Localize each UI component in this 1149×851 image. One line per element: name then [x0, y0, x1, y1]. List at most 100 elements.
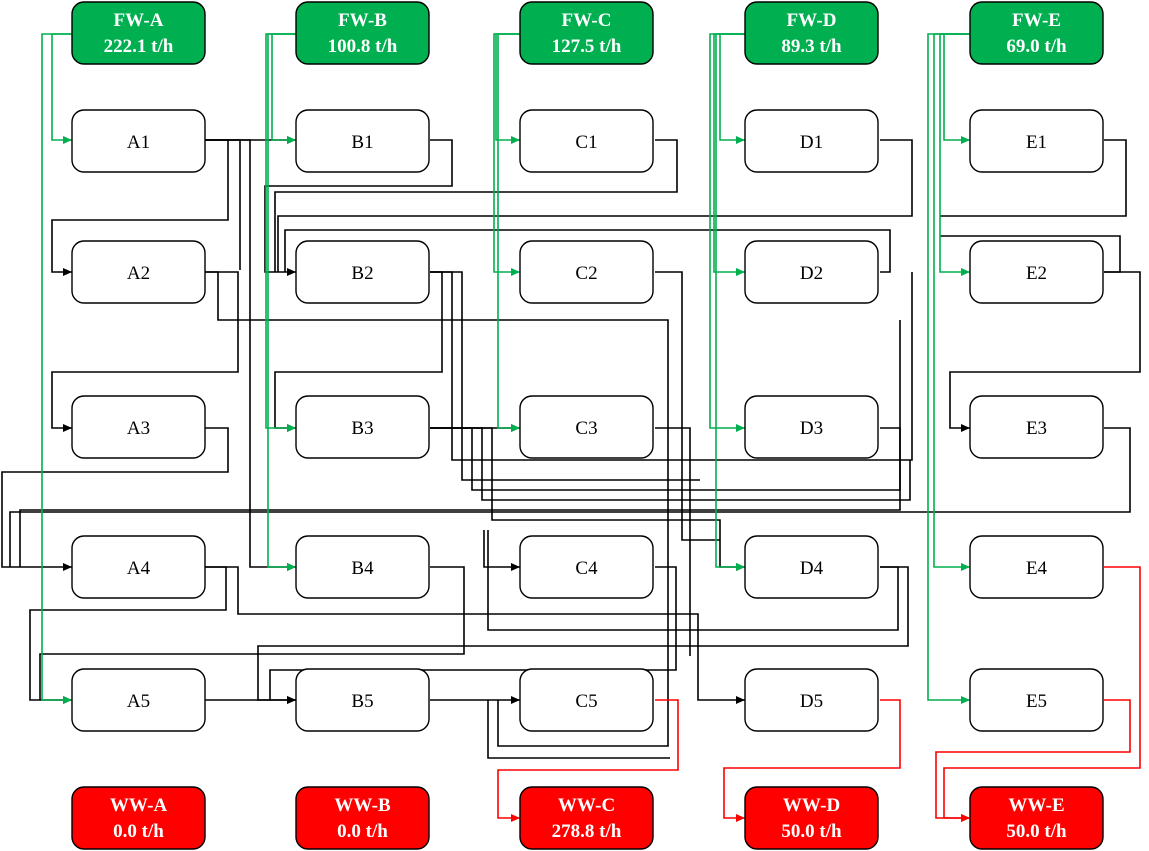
- unit-label: E5: [1026, 691, 1047, 712]
- unit-a5: A5: [71, 668, 206, 732]
- link-e2-out: [940, 235, 1121, 273]
- fresh-b-b3: [265, 33, 296, 432]
- waste-sink-ww-c: WW-C 278.8 t/h: [519, 786, 654, 850]
- unit-box: [519, 668, 654, 732]
- link-c5-loop2: [487, 700, 670, 759]
- unit-box: [71, 109, 206, 173]
- fresh-d-d4: [715, 33, 745, 571]
- fresh-c-c1: [495, 33, 520, 144]
- fresh-water-connections: [41, 33, 970, 704]
- waste-sink-label: WW-A: [110, 795, 168, 816]
- unit-box: [744, 535, 879, 599]
- unit-label: A5: [127, 691, 150, 712]
- unit-box: [295, 668, 430, 732]
- unit-d5: D5: [744, 668, 879, 732]
- unit-box: [519, 240, 654, 304]
- waste-sink-flow: 278.8 t/h: [552, 821, 622, 842]
- link-a2-a3: [51, 271, 239, 432]
- waste-sink-flow: 50.0 t/h: [781, 821, 842, 842]
- link-a3-a4: [1, 427, 229, 571]
- waste-sink-ww-d: WW-D 50.0 t/h: [744, 786, 879, 850]
- unit-label: D3: [800, 418, 823, 439]
- unit-c3: C3: [519, 395, 654, 459]
- unit-b1: B1: [295, 109, 430, 173]
- fresh-source-box: [969, 1, 1104, 65]
- waste-sink-flow: 0.0 t/h: [337, 821, 388, 842]
- fresh-source-fw-d: FW-D 89.3 t/h: [744, 1, 879, 65]
- link-c2-out: [655, 271, 720, 541]
- unit-box: [295, 109, 430, 173]
- unit-box: [71, 535, 206, 599]
- waste-sink-label: WW-C: [558, 795, 615, 816]
- unit-label: B3: [351, 418, 373, 439]
- unit-box: [969, 668, 1104, 732]
- link-e2-e3: [949, 271, 1141, 432]
- unit-a2: A2: [71, 240, 206, 304]
- link-c1-out: [274, 139, 678, 272]
- unit-e3: E3: [969, 395, 1104, 459]
- link-d3-out: [19, 427, 901, 567]
- unit-label: D4: [800, 558, 824, 579]
- unit-box: [744, 668, 879, 732]
- unit-label: E2: [1026, 263, 1047, 284]
- link-a1-b4: [205, 139, 296, 571]
- unit-box: [295, 240, 430, 304]
- unit-a4: A4: [71, 535, 206, 599]
- unit-label: A1: [127, 132, 150, 153]
- unit-d3: D3: [744, 395, 879, 459]
- unit-label: D1: [800, 132, 823, 153]
- waste-sink-box: [519, 786, 654, 850]
- fresh-source-flow: 127.5 t/h: [552, 36, 622, 57]
- fresh-source-label: FW-C: [562, 10, 612, 31]
- waste-sink-flow: 0.0 t/h: [113, 821, 164, 842]
- fresh-source-label: FW-E: [1012, 10, 1061, 31]
- link-a4-out2: [205, 566, 745, 704]
- link-a1-b2: [205, 139, 241, 270]
- unit-label: E1: [1026, 132, 1047, 153]
- waste-water-connections: [497, 566, 1141, 822]
- unit-label: C5: [575, 691, 597, 712]
- link-c4-out: [269, 566, 677, 700]
- link-c3-out: [655, 427, 691, 656]
- unit-label: B4: [351, 558, 374, 579]
- unit-label: C2: [575, 263, 597, 284]
- waste-d5-wwd: [723, 699, 901, 822]
- unit-box: [519, 395, 654, 459]
- unit-box: [969, 240, 1104, 304]
- unit-d2: D2: [744, 240, 879, 304]
- fresh-source-label: FW-A: [114, 10, 164, 31]
- link-b4-out: [39, 566, 465, 700]
- unit-box: [969, 109, 1104, 173]
- unit-label: D2: [800, 263, 823, 284]
- unit-box: [744, 240, 879, 304]
- unit-box: [295, 395, 430, 459]
- fresh-source-box: [744, 1, 879, 65]
- unit-box: [969, 535, 1104, 599]
- link-c5-loop: [497, 700, 669, 747]
- fresh-a-a5: [41, 33, 72, 704]
- waste-sink-label: WW-B: [334, 795, 391, 816]
- unit-c4: C4: [519, 535, 654, 599]
- fresh-source-flow: 89.3 t/h: [781, 36, 842, 57]
- link-b2-out2: [430, 271, 700, 481]
- unit-label: A3: [127, 418, 150, 439]
- unit-label: B2: [351, 263, 373, 284]
- fresh-d-d1: [719, 33, 745, 144]
- fresh-source-box: [71, 1, 206, 65]
- waste-e5-wwe: [935, 699, 1131, 822]
- unit-b2: B2: [295, 240, 430, 304]
- fresh-source-label: FW-D: [787, 10, 837, 31]
- unit-d4: D4: [744, 535, 879, 599]
- fresh-e-e5: [927, 33, 970, 704]
- link-c4-in: [483, 530, 520, 571]
- unit-box: [71, 668, 206, 732]
- waste-sink-label: WW-D: [783, 795, 840, 816]
- fresh-source-box: [295, 1, 430, 65]
- unit-label: C1: [575, 132, 597, 153]
- link-e1-out: [940, 139, 1127, 217]
- link-b1-out: [264, 139, 453, 276]
